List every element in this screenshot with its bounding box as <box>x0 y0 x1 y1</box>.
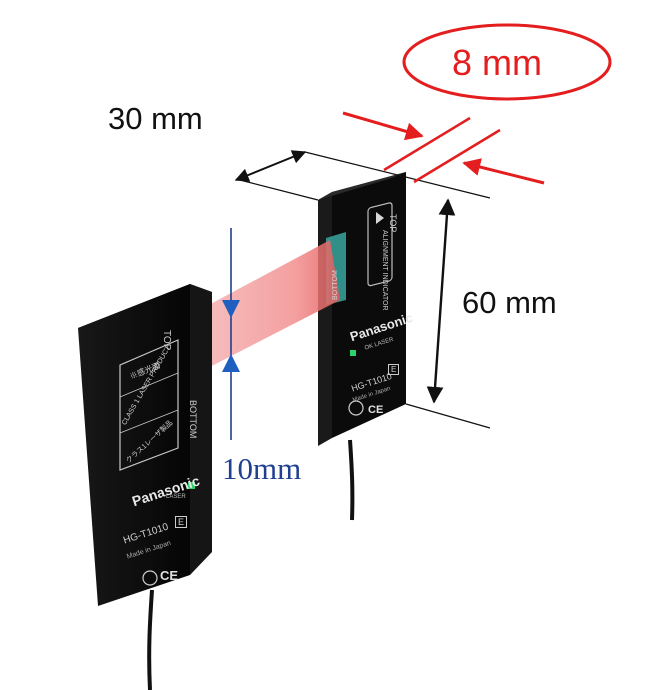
left-ce-mark: CE <box>160 568 179 583</box>
height-arrow <box>426 198 456 404</box>
thickness-dimension-label: 8 mm <box>452 42 542 83</box>
laser-warning-label-box <box>119 339 179 471</box>
thickness-arrow-left-icon <box>342 111 424 141</box>
left-model-badge: E <box>175 516 188 528</box>
width-extension-line-2 <box>304 151 491 199</box>
right-top-marking: TOP <box>388 214 398 233</box>
laser-beam <box>190 240 340 372</box>
left-bottom-marking: BOTTOM <box>188 400 198 439</box>
right-sensor <box>318 172 406 521</box>
right-indicator-led <box>350 350 356 356</box>
left-sensor <box>78 284 212 690</box>
alignment-window <box>367 202 393 287</box>
right-ce-mark: CE <box>368 404 384 416</box>
left-indicator-led <box>188 482 195 489</box>
right-bottom-marking: BOTTOM <box>332 270 339 300</box>
left-indicator-label: LASER <box>166 494 186 500</box>
right-sensor-cable <box>348 439 355 521</box>
left-sensor-side <box>190 284 212 575</box>
beam-dimension <box>222 228 240 440</box>
thickness-arrow-right-icon <box>462 158 545 185</box>
beam-dimension-label: 10mm <box>222 451 302 486</box>
left-sensor-cable <box>147 589 154 690</box>
right-model-badge: E <box>388 364 400 375</box>
height-dimension-label: 60 mm <box>462 285 557 320</box>
beam-arrow-top-icon <box>222 300 240 318</box>
alignment-triangle-icon <box>376 212 384 224</box>
thickness-extension-line-2 <box>413 128 501 184</box>
right-sensor-top <box>318 172 406 200</box>
thickness-callout-ellipse <box>402 23 612 101</box>
beam-arrow-bottom-icon <box>222 354 240 372</box>
right-recycle-icon <box>348 400 364 416</box>
height-extension-line <box>405 403 491 429</box>
width-arrow <box>234 150 307 182</box>
thickness-extension-line-1 <box>383 116 471 172</box>
height-dimension <box>405 198 491 429</box>
right-window-label: ALIGNMENT INDICATOR <box>381 230 388 311</box>
thickness-dimension <box>342 23 612 185</box>
width-dimension-label: 30 mm <box>108 101 203 136</box>
width-dimension <box>234 150 491 201</box>
right-sensor-front <box>332 172 406 438</box>
width-extension-line-1 <box>239 179 319 201</box>
left-recycle-icon <box>142 570 158 586</box>
left-sensor-front <box>78 284 190 606</box>
right-sensor-side <box>318 192 332 446</box>
